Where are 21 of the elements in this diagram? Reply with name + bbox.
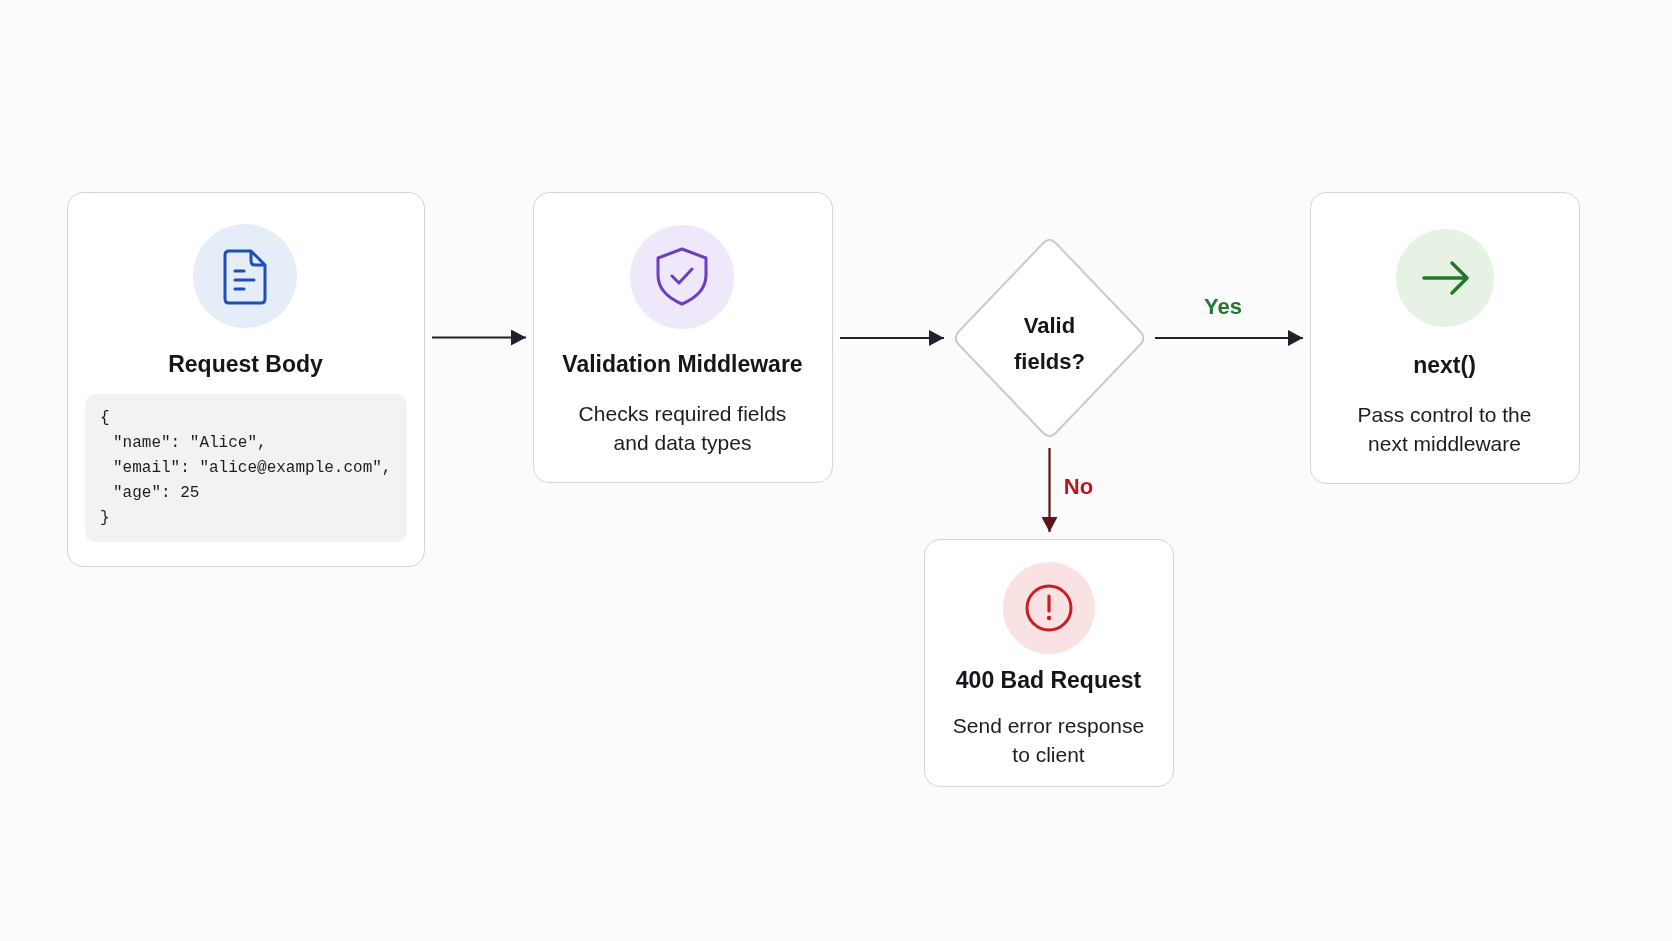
card-description: Pass control to the next middleware (1356, 402, 1533, 457)
code-line: "name": "Alice", (113, 432, 267, 454)
process-card (924, 539, 1174, 787)
code-line: "age": 25 (113, 482, 200, 504)
card-title: Validation Middleware (562, 350, 803, 378)
arrow (1155, 330, 1303, 346)
code-line: } (100, 507, 110, 529)
process-card (533, 192, 833, 483)
card-title: 400 Bad Request (955, 666, 1142, 694)
code-line: "email": "alice@example.com", (113, 457, 392, 479)
arrow (432, 329, 526, 346)
process-card (1310, 192, 1580, 484)
arrow (840, 330, 944, 346)
arrow (1041, 448, 1058, 532)
process-card (67, 192, 425, 567)
decision-text: Valid fields? (1013, 312, 1086, 376)
code-line: { (100, 407, 110, 429)
card-title: next() (1413, 351, 1476, 379)
card-description: Send error response to client (951, 713, 1146, 768)
card-description: Checks required fields and data types (577, 401, 788, 456)
card-title: Request Body (168, 350, 323, 378)
